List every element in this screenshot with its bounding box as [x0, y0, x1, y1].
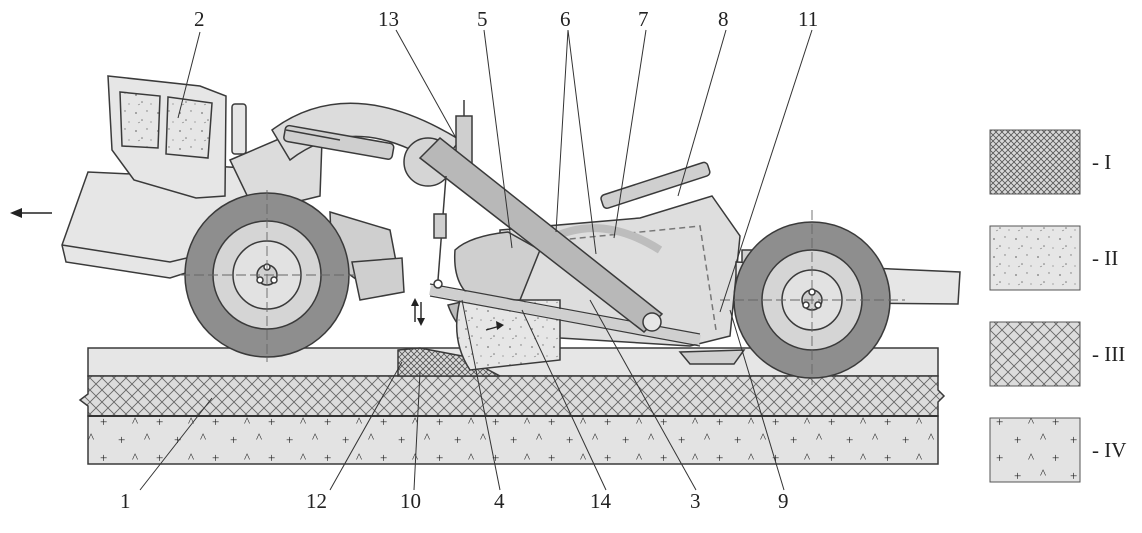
soil-layer-iv	[87, 415, 939, 465]
soil-layer-iii	[78, 375, 946, 417]
callout-13: 13	[378, 7, 399, 31]
lift-rod	[433, 175, 447, 289]
callout-10: 10	[400, 489, 421, 513]
legend-swatch-iii	[989, 321, 1081, 387]
rear-wheel	[720, 210, 905, 385]
legend-swatch-i	[989, 129, 1081, 195]
callout-4: 4	[494, 489, 505, 513]
callout-8: 8	[718, 7, 729, 31]
cab-window-right	[165, 96, 213, 159]
motion-arrow	[485, 321, 504, 331]
callout-labels: 1 2 3 4 5 6 7 8 9 10 11 12 13 14	[120, 7, 818, 513]
legend-label-iii: - III	[1092, 342, 1125, 366]
callout-11: 11	[798, 7, 818, 31]
tractor-wheel	[180, 190, 355, 362]
callout-5: 5	[477, 7, 488, 31]
direction-arrow-left	[10, 208, 52, 218]
callout-3: 3	[690, 489, 701, 513]
legend-labels: - I - II - III - IV	[1092, 150, 1126, 462]
legend-label-iv: - IV	[1092, 438, 1126, 462]
callout-2: 2	[194, 7, 205, 31]
cab-window-left	[119, 91, 161, 149]
callout-7: 7	[638, 7, 649, 31]
up-down-arrows	[411, 298, 425, 326]
legend-swatch-iv	[989, 417, 1081, 483]
legend-label-i: - I	[1092, 150, 1111, 174]
callout-6: 6	[560, 7, 571, 31]
callout-9: 9	[778, 489, 789, 513]
leader-lines	[139, 29, 813, 491]
callout-12: 12	[306, 489, 327, 513]
legend-swatch-ii	[989, 225, 1081, 291]
bucket-soil	[455, 299, 561, 371]
draft-beam	[418, 136, 664, 333]
callout-14: 14	[590, 489, 612, 513]
tractor	[61, 75, 405, 301]
legend-label-ii: - II	[1092, 246, 1118, 270]
legend	[989, 129, 1081, 483]
callout-1: 1	[120, 489, 131, 513]
